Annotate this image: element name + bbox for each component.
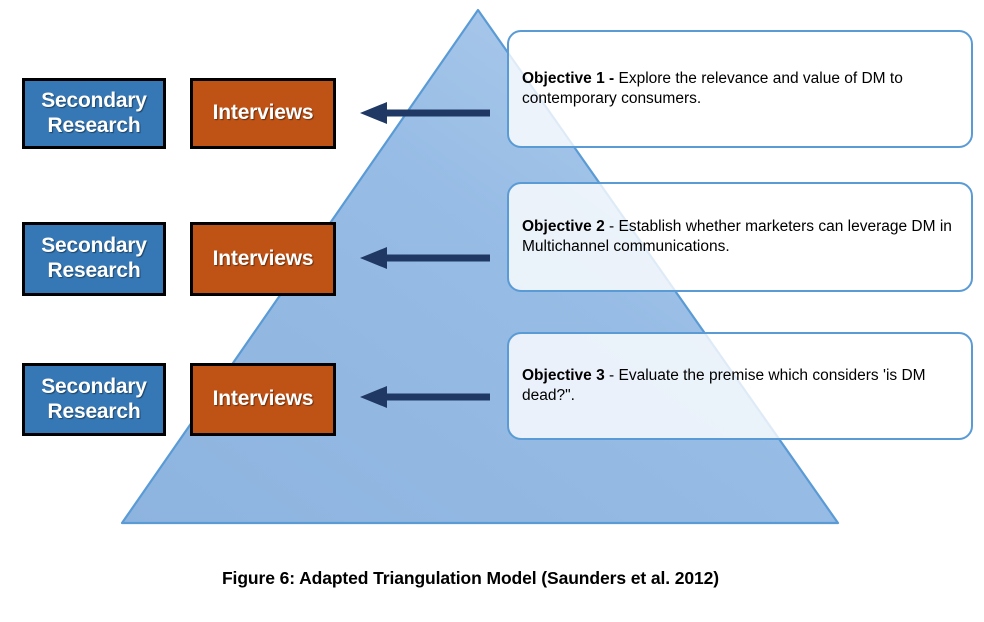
- objective-callout-text-3: Objective 3 - Evaluate the premise which…: [509, 366, 971, 406]
- objective-label-3: Objective 3: [522, 367, 605, 385]
- objective-callout-3[interactable]: Objective 3 - Evaluate the premise which…: [507, 332, 973, 440]
- arrow-left-icon-1: [360, 102, 490, 124]
- secondary-research-box-2[interactable]: Secondary Research: [22, 222, 166, 296]
- secondary-research-box-3[interactable]: Secondary Research: [22, 363, 166, 436]
- secondary-research-label-3: Secondary Research: [41, 374, 147, 423]
- objective-callout-2[interactable]: Objective 2 - Establish whether marketer…: [507, 182, 973, 292]
- objective-label-1: Objective 1 -: [522, 70, 615, 88]
- objective-callout-text-2: Objective 2 - Establish whether marketer…: [509, 217, 971, 257]
- objective-body-1: Explore the relevance and value of DM to…: [522, 70, 903, 107]
- secondary-research-label-1: Secondary Research: [41, 88, 147, 137]
- secondary-research-box-1[interactable]: Secondary Research: [22, 78, 166, 149]
- objective-callout-1[interactable]: Objective 1 - Explore the relevance and …: [507, 30, 973, 148]
- objective-label-2: Objective 2: [522, 218, 605, 236]
- secondary-research-label-2: Secondary Research: [41, 234, 147, 282]
- interviews-box-1[interactable]: Interviews: [190, 78, 336, 149]
- arrow-left-icon-3: [360, 386, 490, 408]
- figure-caption: Figure 6: Adapted Triangulation Model (S…: [221, 568, 720, 588]
- interviews-box-3[interactable]: Interviews: [190, 363, 336, 436]
- interviews-label-3: Interviews: [212, 387, 314, 411]
- interviews-label-1: Interviews: [212, 101, 314, 125]
- interviews-box-2[interactable]: Interviews: [190, 222, 336, 296]
- objective-callout-text-1: Objective 1 - Explore the relevance and …: [509, 69, 971, 109]
- interviews-label-2: Interviews: [212, 246, 314, 270]
- objective-body-3: - Evaluate the premise which considers '…: [522, 367, 926, 404]
- objective-body-2: - Establish whether marketers can levera…: [522, 218, 952, 255]
- arrow-left-icon-2: [360, 247, 490, 269]
